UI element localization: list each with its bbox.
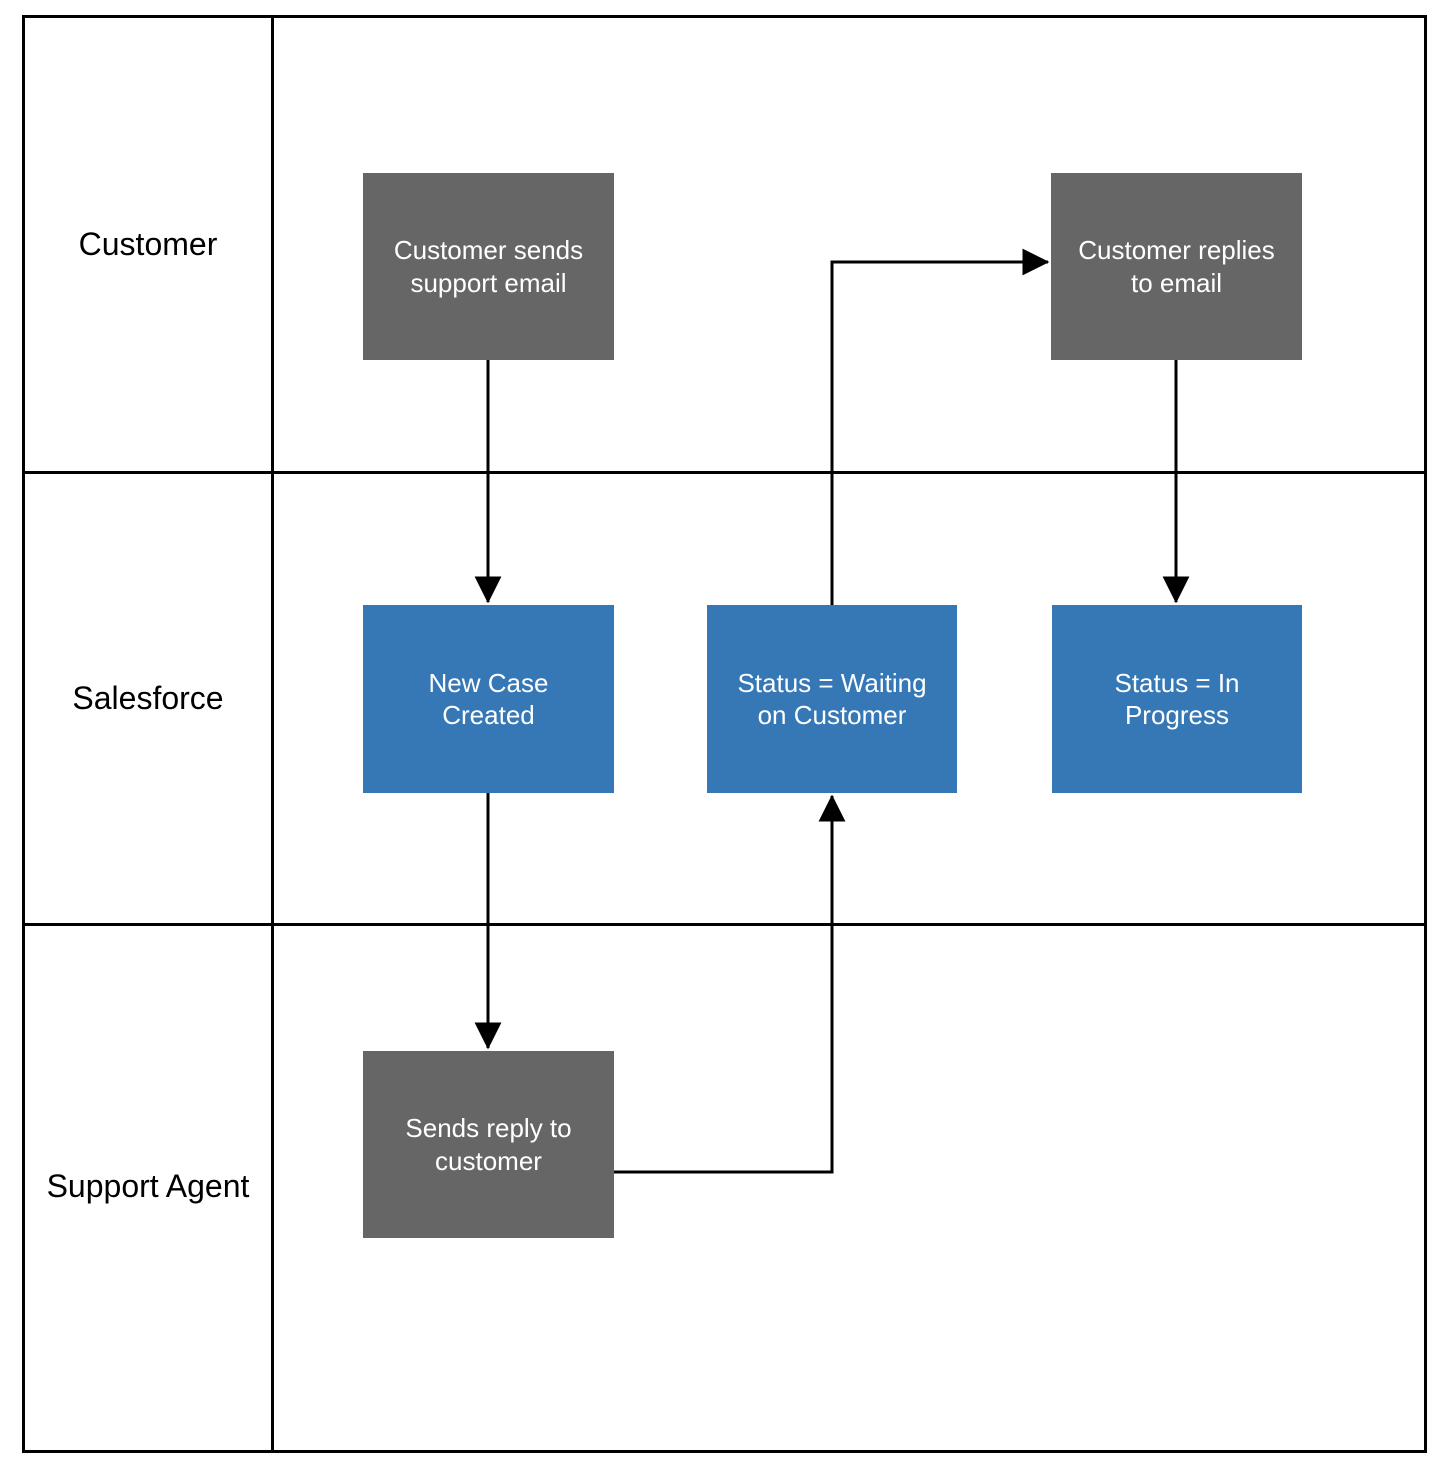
lane-label-customer: Customer	[78, 226, 218, 263]
node-customer-replies-to-email: Customer replies to email	[1051, 173, 1302, 360]
node-sends-reply-to-customer: Sends reply to customer	[363, 1051, 614, 1238]
node-status-waiting-on-customer: Status = Waiting on Customer	[707, 605, 957, 793]
node-status-in-progress: Status = In Progress	[1052, 605, 1302, 793]
lane-divider-customer-salesforce	[22, 471, 1427, 474]
lane-label-column-divider	[271, 15, 274, 1453]
node-customer-sends-support-email: Customer sends support email	[363, 173, 614, 360]
node-new-case-created: New Case Created	[363, 605, 614, 793]
lane-label-support-agent: Support Agent	[46, 1168, 250, 1205]
diagram-outer-border	[22, 15, 1427, 1453]
lane-label-salesforce: Salesforce	[72, 680, 224, 717]
